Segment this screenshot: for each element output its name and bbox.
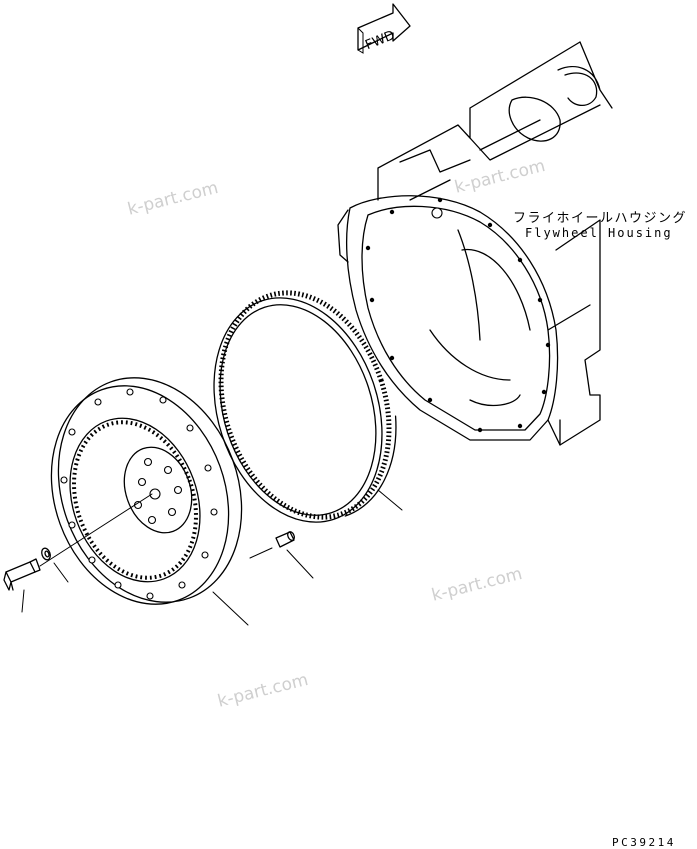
ring-gear: [213, 286, 403, 523]
dowel-pin: [249, 531, 314, 579]
drawing-code: PC39214: [612, 836, 676, 849]
fwd-arrow: FWD: [357, 3, 411, 54]
housing-label-en: Flywheel Housing: [525, 226, 673, 240]
bolt: [3, 493, 153, 613]
flywheel-housing: [337, 41, 613, 446]
flywheel: [50, 377, 249, 626]
fwd-label: FWD: [363, 28, 397, 53]
housing-label-jp: フライホイールハウジング: [513, 211, 688, 226]
washer: [41, 547, 69, 583]
